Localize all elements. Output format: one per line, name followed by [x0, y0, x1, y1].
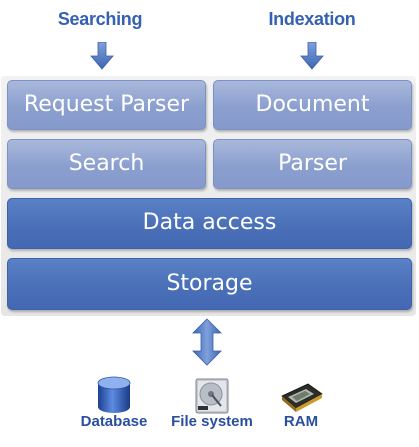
database-label: Database [80, 413, 148, 430]
storage-label: Storage [166, 271, 253, 296]
request-parser-layer: Request Parser [7, 80, 206, 130]
searching-arrow-icon [90, 42, 114, 70]
ram-label: RAM [283, 413, 319, 430]
searching-heading: Searching [57, 9, 143, 29]
data-access-label: Data access [142, 210, 277, 235]
data-access-layer: Data access [7, 198, 412, 249]
document-label: Document [255, 92, 370, 117]
parser-layer: Parser [213, 139, 412, 189]
search-layer: Search [7, 139, 206, 189]
hard-drive-icon [195, 378, 229, 414]
search-label: Search [68, 151, 145, 176]
parser-label: Parser [278, 151, 347, 176]
storage-layer: Storage [7, 258, 412, 310]
file-system-label: File system [171, 413, 253, 430]
double-arrow-icon [192, 318, 222, 366]
indexation-arrow-icon [300, 42, 324, 70]
request-parser-label: Request Parser [23, 92, 190, 117]
document-layer: Document [213, 80, 412, 130]
database-icon [97, 376, 131, 413]
memory-chip-icon [281, 383, 323, 412]
indexation-heading: Indexation [268, 9, 356, 29]
